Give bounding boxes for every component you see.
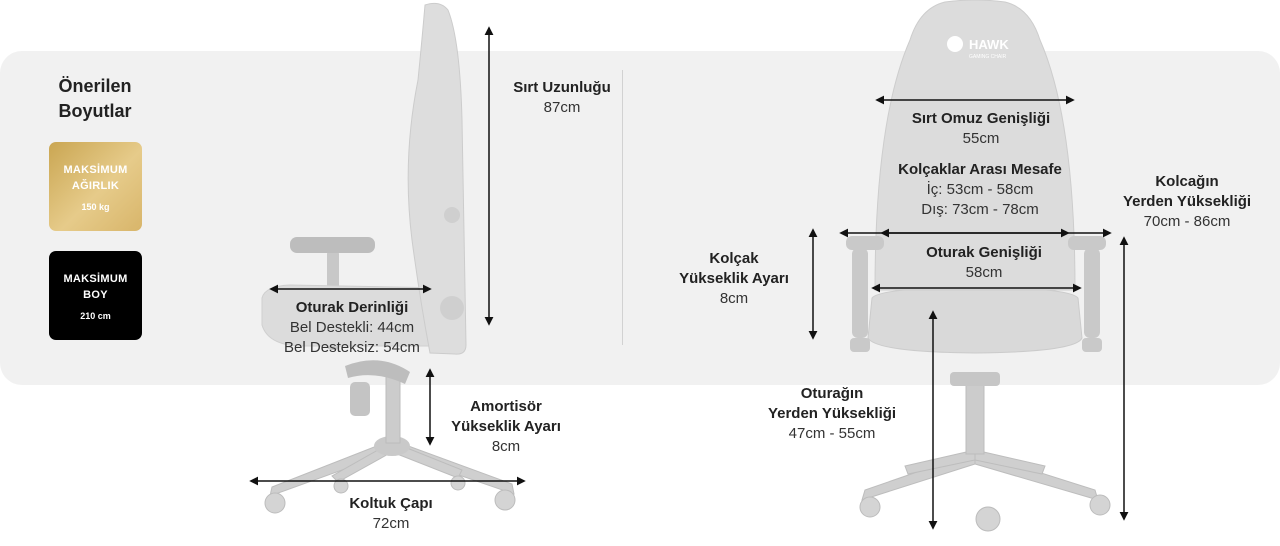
max-weight-label: MAKSİMUM AĞIRLIK bbox=[63, 163, 128, 192]
armrest-floor-height-label: Kolcağın Yerden Yüksekliği 70cm - 86cm bbox=[1122, 173, 1252, 230]
seat-floor-height-label: Oturağın Yerden Yüksekliği 47cm - 55cm bbox=[767, 385, 897, 442]
max-height-value: 210 cm bbox=[80, 310, 111, 321]
max-weight-card: MAKSİMUM AĞIRLIK 150 kg bbox=[49, 142, 142, 231]
seat-width-label: Oturak Genişliği 58cm bbox=[926, 244, 1042, 281]
back-length-label: Sırt Uzunluğu 87cm bbox=[513, 79, 611, 116]
base-diameter-label: Koltuk Çapı 72cm bbox=[349, 495, 433, 532]
logo-subtext: GAMING CHAIR bbox=[969, 54, 1007, 60]
armrest-adjust-label: Kolçak Yükseklik Ayarı 8cm bbox=[679, 250, 789, 307]
front-view-chair: HAWK GAMING CHAIR bbox=[846, 0, 1111, 532]
divider bbox=[622, 70, 623, 345]
recommended-sizes-title: Önerilen Boyutlar bbox=[58, 76, 132, 121]
max-height-card: MAKSİMUM BOY 210 cm bbox=[49, 251, 142, 340]
max-weight-value: 150 kg bbox=[81, 201, 110, 212]
hawk-logo: HAWK GAMING CHAIR bbox=[947, 36, 1009, 60]
side-view-chair bbox=[261, 2, 516, 514]
logo-text: HAWK bbox=[969, 37, 1009, 52]
armrest-distance-label: Kolçaklar Arası Mesafe İç: 53cm - 58cm D… bbox=[898, 161, 1062, 218]
max-height-label: MAKSİMUM BOY bbox=[63, 272, 128, 301]
shoulder-width-label: Sırt Omuz Genişliği 55cm bbox=[911, 110, 1051, 147]
shock-height-label: Amortisör Yükseklik Ayarı 8cm bbox=[451, 398, 561, 455]
seat-depth-label: Oturak Derinliği Bel Destekli: 44cm Bel … bbox=[284, 299, 420, 356]
